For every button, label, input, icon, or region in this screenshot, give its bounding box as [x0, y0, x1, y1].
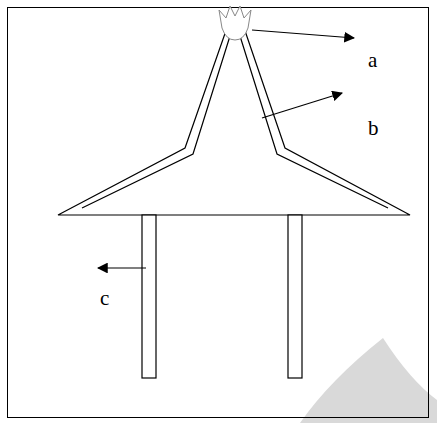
leader-arrow [262, 93, 342, 118]
leader-arrow [252, 30, 354, 38]
callout-letter: c [100, 288, 109, 309]
callout-letter: b [368, 118, 379, 139]
watermark-shape [300, 338, 437, 423]
frame-border [8, 8, 429, 418]
roof-outer [58, 22, 410, 215]
leader-arrow [98, 267, 146, 268]
roof-inner [82, 36, 388, 208]
crown-ornament [219, 6, 251, 40]
pillar [142, 215, 156, 378]
pillar [288, 215, 302, 378]
callout-letter: a [368, 50, 377, 71]
